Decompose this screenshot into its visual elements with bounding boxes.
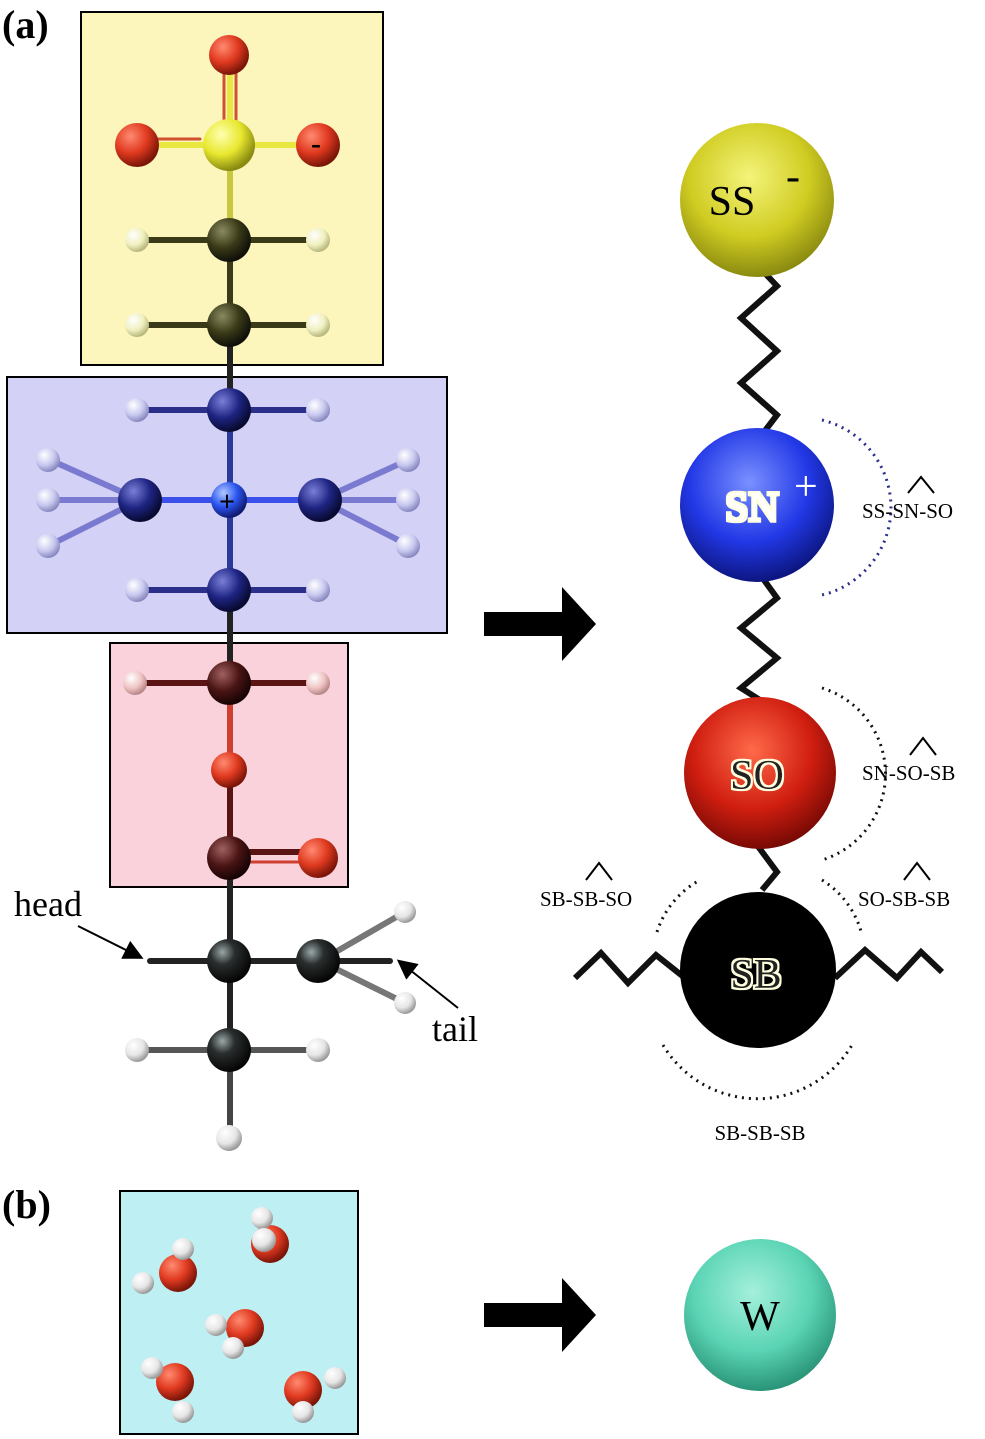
tail-label: tail: [432, 1009, 478, 1049]
hydrogen-atom: [306, 398, 330, 422]
hydrogen-atom: [125, 313, 149, 337]
hydrogen-atom: [125, 398, 149, 422]
oxygen-atom: [209, 35, 249, 75]
hydrogen-atom: [36, 448, 60, 472]
hydrogen-atom: [306, 671, 330, 695]
hydrogen-atom: [216, 1125, 242, 1151]
svg-text:SN-SO-SB: SN-SO-SB: [862, 761, 955, 785]
bead-sb: [680, 892, 836, 1048]
angle-label-ss-sn-so: SS-SN-SO: [862, 475, 953, 523]
svg-text:SB-SB-SO: SB-SB-SO: [540, 887, 632, 911]
hydrogen-atom: [396, 448, 420, 472]
oxygen-atom: [115, 123, 159, 167]
water-molecule: [284, 1367, 346, 1423]
carbon-atom: [207, 568, 251, 612]
bead-ss: [680, 123, 834, 277]
oxygen-atom: [296, 123, 340, 167]
carbon-atom: [298, 478, 342, 522]
angle-label-sn-so-sb: SN-SO-SB: [862, 736, 955, 785]
hydrogen-atom: [396, 488, 420, 512]
atomistic-atoms: [36, 35, 420, 1151]
water-molecule: [205, 1309, 264, 1359]
panel-b-label: (b): [2, 1182, 51, 1227]
carbon-atom: [207, 836, 251, 880]
bead-so-label: SO: [730, 753, 784, 799]
sulfur-atom: [203, 119, 255, 171]
carbon-atom: [207, 661, 251, 705]
bead-ss-charge: -: [786, 154, 800, 200]
bead-sn: [680, 428, 834, 582]
cg-springs: [572, 265, 945, 988]
bead-w-label: W: [740, 1294, 780, 1340]
angle-label-sb-sb-sb: SB-SB-SB: [714, 1121, 805, 1145]
carbon-atom: [207, 1028, 251, 1072]
angle-label-so-sb-sb: SO-SB-SB: [858, 861, 950, 911]
hydrogen-atom: [394, 901, 416, 923]
bead-ss-label: SS: [709, 179, 756, 225]
bead-sn-charge: +: [794, 464, 818, 510]
hydrogen-atom: [125, 578, 149, 602]
bead-sb-label: SB: [730, 952, 781, 998]
hydrogen-atom: [125, 228, 149, 252]
hydrogen-atom: [306, 578, 330, 602]
nitrogen-plus-sign: +: [219, 487, 235, 518]
hydrogen-atom: [125, 1038, 149, 1062]
oxygen-atom: [211, 752, 247, 788]
hydrogen-atom: [396, 534, 420, 558]
angle-label-sb-sb-so: SB-SB-SO: [540, 861, 632, 911]
water-molecules: [132, 1207, 346, 1423]
carbon-atom: [207, 303, 251, 347]
hydrogen-atom: [306, 228, 330, 252]
bead-w: [684, 1239, 836, 1391]
tail-arrow: [396, 959, 459, 1009]
oxygen-atom: [298, 838, 338, 878]
nitrogen-atom: [211, 482, 247, 518]
bead-so: [684, 697, 836, 849]
water-molecule: [132, 1238, 197, 1294]
carbon-atom: [207, 388, 251, 432]
water-molecule: [141, 1357, 194, 1423]
mapping-arrow-a: [484, 587, 596, 661]
hydrogen-atom: [394, 992, 416, 1014]
hydrogen-atom: [36, 488, 60, 512]
sulfonate-minus-sign: -: [311, 127, 321, 160]
hydrogen-atom: [36, 534, 60, 558]
svg-text:SO-SB-SB: SO-SB-SB: [858, 887, 950, 911]
carbon-atom-tail: [296, 939, 340, 983]
carbon-atom: [207, 218, 251, 262]
mapping-arrow-b: [484, 1278, 596, 1352]
panel-a-label: (a): [2, 2, 49, 47]
hydrogen-atom: [123, 671, 147, 695]
hydrogen-atom: [306, 1038, 330, 1062]
cg-beads: [680, 123, 836, 1391]
hydrogen-atom: [306, 313, 330, 337]
svg-text:SS-SN-SO: SS-SN-SO: [862, 499, 953, 523]
carbon-atom-head: [207, 939, 251, 983]
head-arrow: [77, 925, 144, 959]
water-molecule: [251, 1207, 289, 1263]
head-label: head: [14, 884, 82, 924]
angle-arcs: [655, 418, 893, 1101]
carbon-atom: [118, 478, 162, 522]
bead-sn-label: SN: [725, 485, 779, 531]
